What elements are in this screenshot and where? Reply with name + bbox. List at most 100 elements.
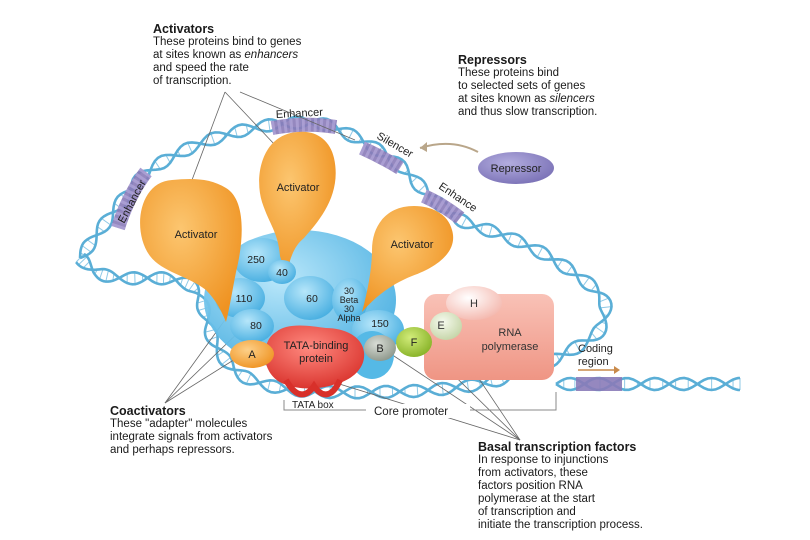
dna-base-pair [441,382,444,395]
factor-b [364,335,396,361]
factor-f [396,327,432,357]
activators-line-2-text: at sites known as [153,49,245,61]
dna-base-pair [245,373,252,385]
core-promoter-label: Core promoter [374,406,448,418]
basal-factors-line-2: from activators, these [478,467,588,479]
dna-base-pair [105,270,109,282]
dna-base-pair [86,239,96,246]
dna-base-pair [460,216,468,228]
dna-base-pair [99,268,104,280]
dna-base-pair [594,326,606,334]
dna-base-pair [417,184,427,193]
dna-base-pair [162,272,165,285]
tata-binding-protein [264,325,365,389]
dna-base-pair [591,332,598,340]
factor-f-label: F [411,337,418,349]
dna-base-pair [599,297,609,303]
basal-factors-line-1: In response to injunctions [478,454,609,466]
taf-40 [268,260,296,284]
activators-title: Activators [153,22,215,36]
taf-250-label: 250 [247,254,265,266]
repressors-line-1: These proteins bind [458,67,560,79]
taf-60 [284,276,336,320]
taf-30-beta [332,278,368,322]
basal-factors-line-6: initiate the transcription process. [478,519,643,531]
coactivators-line-2: integrate signals from activators [110,431,273,443]
tata-binding-label-2: protein [299,353,333,365]
dna-base-pair [536,246,544,258]
dna-base-pair [188,281,196,292]
dna-base-pair [517,237,523,248]
factor-h-label: H [470,298,478,310]
activator-left-label: Activator [175,229,218,241]
factor-a [230,340,274,368]
tata-binding-label-1: TATA-binding [284,340,349,352]
silencer-band [359,141,404,174]
rna-polymerase-label-2: polymerase [482,341,539,353]
taf-30-alpha-number: 30 [344,304,354,314]
coactivators-line-3: and perhaps repressors. [110,444,235,456]
coding-region-label-1: Coding [578,343,613,355]
activator-right-label: Activator [391,239,434,251]
dna-base-pair [556,259,563,268]
dna-base-pair [154,160,161,170]
dna-base-pair [267,119,271,132]
coactivators-callout: Coactivators These "adapter" molecules i… [110,405,272,457]
taf-110-label: 110 [236,293,253,305]
taf-30-beta-number: 30 [344,286,354,296]
tata-binding-protein-saddle [283,378,343,398]
dna-base-pair [507,233,513,243]
dna-base-pair [187,142,193,154]
taf-30-alpha-label: Alpha [337,313,360,323]
repressor-label: Repressor [491,163,542,175]
core-promoter-label-bg [366,404,470,418]
dna-base-pair [207,336,218,341]
enhancer-band-left [111,167,152,231]
dna-base-pair [210,133,216,145]
dna-base-pair [582,276,590,287]
factor-h [446,286,502,320]
repressor-arrowhead [420,142,427,152]
dna-strand-loop-2 [75,117,613,400]
coding-arrowhead [614,366,620,374]
activators-line-4: of transcription. [153,75,232,87]
dna-strand-loop-1 [79,115,608,400]
dna-base-pair [574,341,581,353]
repressors-title: Repressors [458,53,527,67]
coding-region-band [576,377,622,391]
enhancer-band-right [421,189,465,224]
taf-80 [230,309,274,343]
enhancer-band-top [270,117,338,135]
taf-80-label: 80 [250,320,262,332]
activator-middle-label: Activator [277,182,320,194]
dna-base-pair [488,225,493,237]
activators-line-2: at sites known as enhancers [153,49,301,62]
taf-40-label: 40 [276,267,288,279]
repressor-arrow [419,142,479,153]
dna-base-pair [234,126,238,138]
factor-b-label: B [376,343,383,355]
basal-factors-line-5: of transcription and [478,506,576,518]
dna-base-pair [221,356,231,366]
repressors-line-3-emphasis: silencers [549,93,595,105]
activator-middle [259,131,336,276]
dna-base-pair [410,176,418,184]
repressors-callout: Repressors These proteins bind to select… [458,54,597,119]
activators-line-1: These proteins bind to genes [153,36,302,48]
dna-base-pair [416,385,419,397]
factor-a-label: A [248,349,256,361]
tata-box-label: TATA box [292,400,334,411]
activator-left [140,178,242,322]
activators-line-2-emphasis: enhancers [244,49,299,61]
factor-e [430,312,462,340]
enhancer-label-top: Enhancer [276,107,324,121]
coactivators-line-1: These "adapter" molecules [110,418,248,430]
dna-base-pair [81,245,92,253]
basal-factors-callout: Basal transcription factors In response … [478,441,643,532]
basal-factors-line-4: polymerase at the start [478,493,595,505]
taf-150-label: 150 [371,318,389,330]
dna-base-pair [267,380,271,391]
dna-base-pair [599,306,612,309]
